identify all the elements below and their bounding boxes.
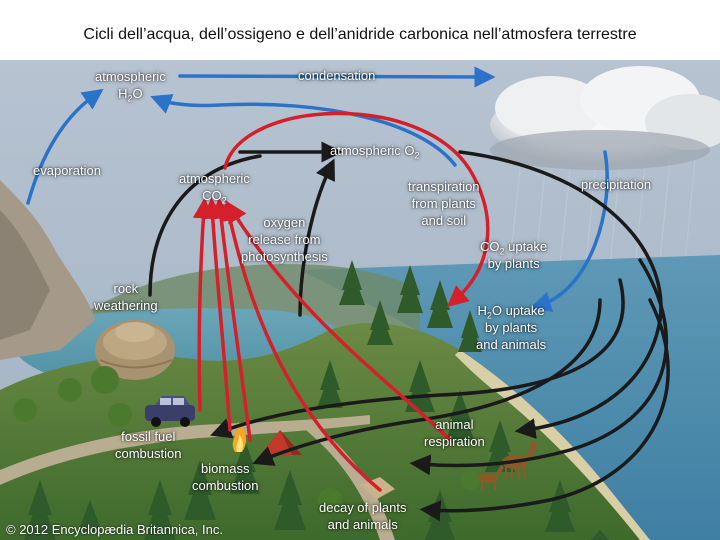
co2-decay-arrow: [219, 199, 382, 492]
precipitation-arrow: [529, 150, 609, 313]
co2-respiration-arrow: [226, 201, 452, 442]
car-icon: [145, 396, 195, 427]
label-rock-weathering: rock weathering: [94, 281, 158, 313]
label-fossil-fuel-combustion: fossil fuel combustion: [115, 429, 182, 461]
deer-icon: [478, 442, 538, 490]
label-evaporation: evaporation: [33, 163, 101, 178]
o2-to-decay-arrow: [419, 298, 670, 522]
oxygen-cycle-arrows: [148, 141, 670, 522]
sea: [300, 255, 720, 540]
label-h2o-uptake: H2O uptake by plants and animals: [476, 303, 547, 352]
cycle-illustration: [0, 60, 720, 540]
o2-to-animals-arrow: [458, 150, 663, 440]
label-decay: decay of plants and animals: [319, 500, 407, 532]
label-animal-respiration: animal respiration: [424, 417, 485, 449]
label-oxygen-release: oxygen release from photosynthesis: [241, 215, 328, 264]
co2-uptake-arrow: [223, 111, 490, 307]
co2-fossil-arrow: [192, 197, 214, 412]
road: [0, 415, 370, 485]
label-precipitation: precipitation: [581, 177, 652, 192]
label-biomass-combustion: biomass combustion: [192, 461, 259, 493]
evaporation-arrow: [26, 88, 104, 205]
copyright-notice: © 2012 Encyclopædia Britannica, Inc.: [6, 522, 223, 537]
water-cycle-arrows: [26, 66, 609, 313]
o2-to-animals-arrow-2: [409, 258, 669, 476]
label-atmospheric-o2: atmospheric O2: [330, 143, 420, 161]
label-co2-uptake: CO2 uptake by plants: [480, 239, 548, 271]
deciduous-trees: [13, 366, 480, 512]
page-title: Cicli dell’acqua, dell’ossigeno e dell’a…: [83, 26, 637, 43]
campfire-icon: [232, 422, 247, 452]
co2-biomass-arrow-2: [210, 197, 252, 442]
beach: [455, 350, 650, 540]
cloud: [490, 66, 720, 170]
trees: [24, 260, 610, 540]
condensation-arrow: [178, 66, 496, 88]
o2-to-combustion-arrow: [210, 278, 625, 439]
label-transpiration: transpiration from plants and soil: [408, 179, 480, 228]
label-atmospheric-co2: atmospheric CO2: [179, 171, 250, 206]
transpiration-arrow: [150, 94, 457, 167]
label-condensation: condensation: [298, 68, 376, 83]
rock-formation: [95, 320, 175, 380]
o2-to-biomass-arrow: [252, 298, 602, 466]
co2-biomass-arrow: [202, 197, 232, 432]
label-atmospheric-h2o: atmospheric H2O: [95, 69, 166, 104]
co2-cycle-arrows: [192, 111, 490, 492]
rock-weathering-arrow: [148, 154, 262, 297]
